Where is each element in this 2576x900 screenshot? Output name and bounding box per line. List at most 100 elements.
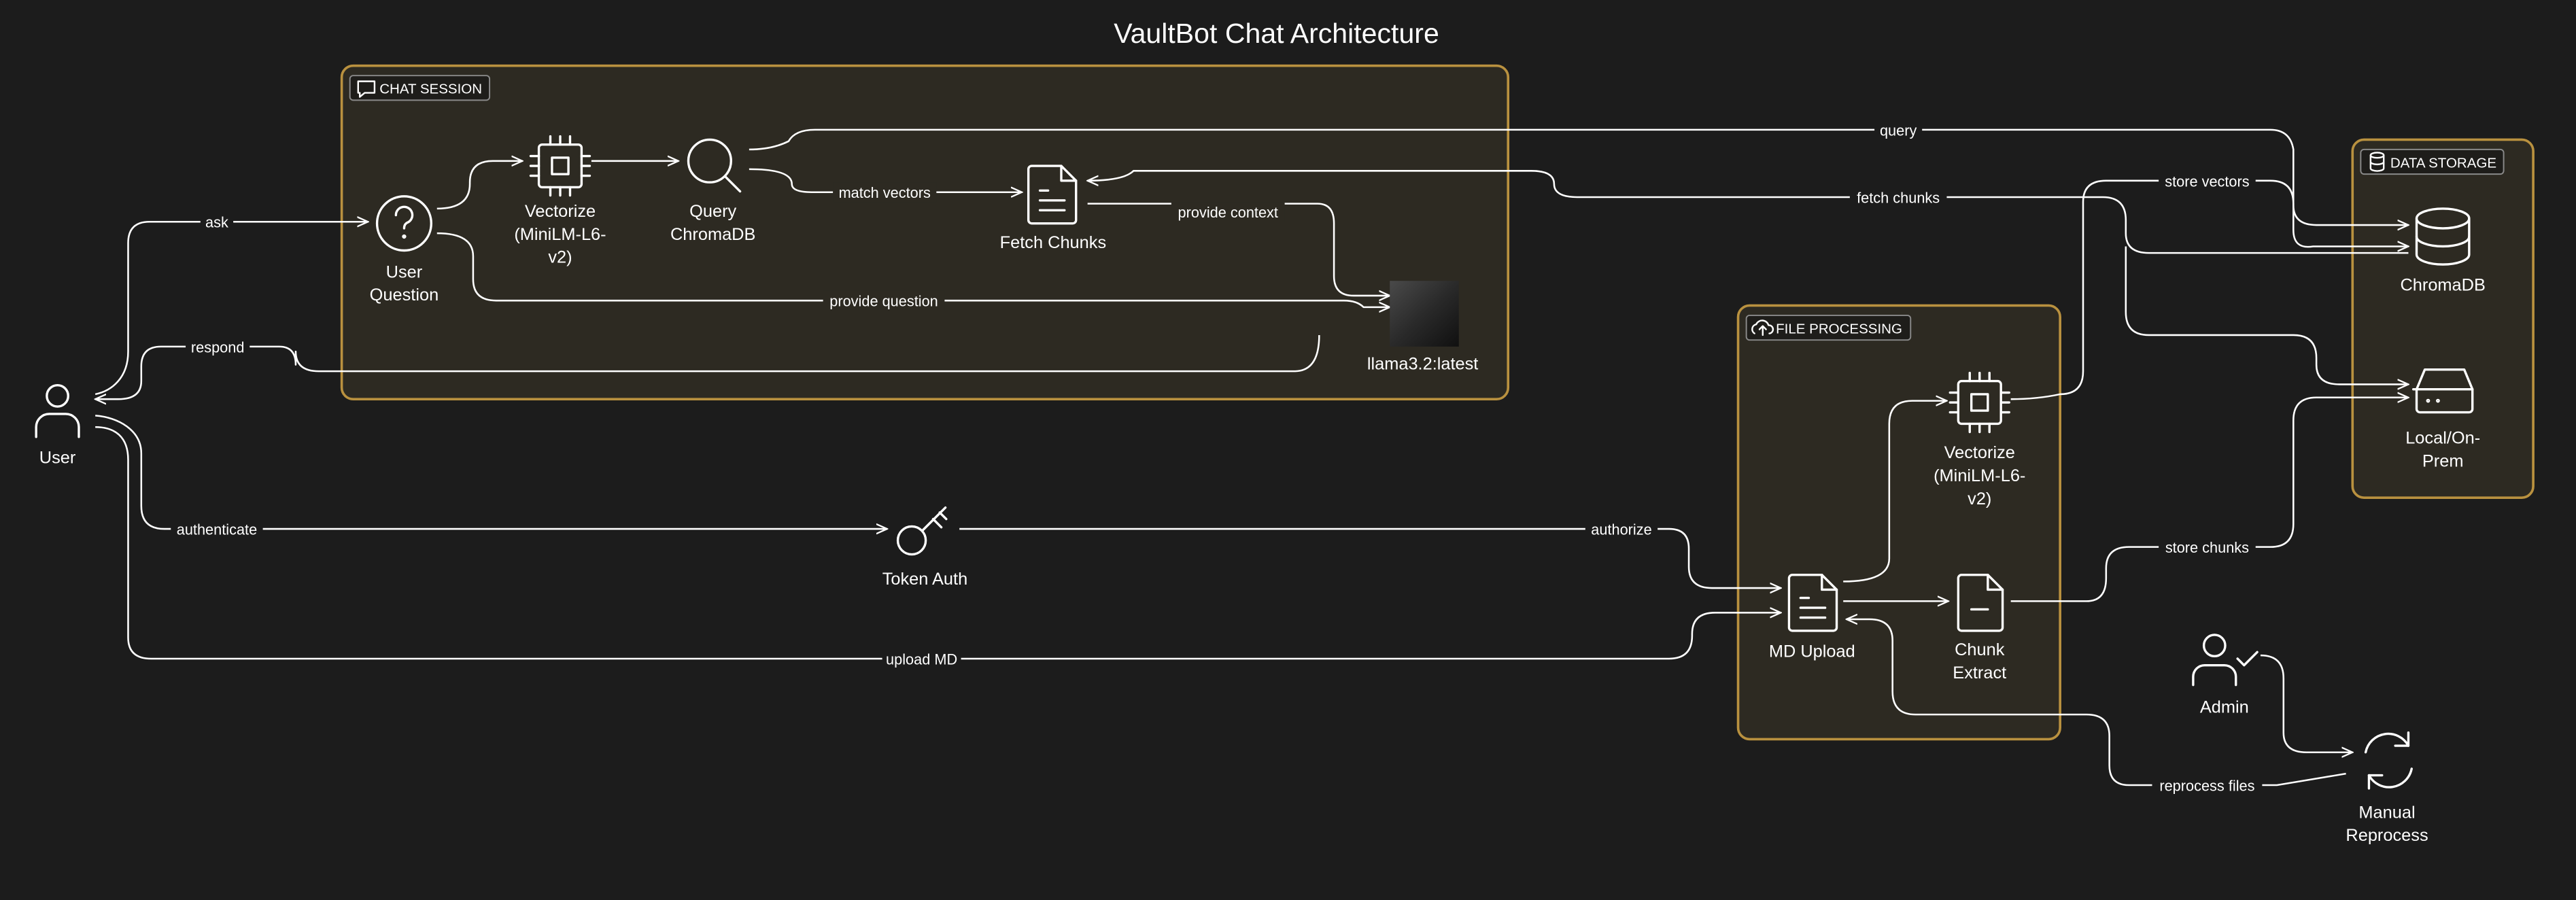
node-label-local-onprem-2: Prem: [2422, 451, 2464, 470]
svg-text:store vectors: store vectors: [2165, 173, 2250, 190]
group-label-data-storage: DATA STORAGE: [2390, 155, 2496, 171]
node-label-chunk-extract-1: Chunk: [1955, 640, 2005, 659]
refresh-icon: [2364, 731, 2413, 790]
svg-text:authorize: authorize: [1591, 521, 1651, 538]
node-label-vectorize-file-1: Vectorize: [1944, 443, 2015, 462]
node-label-user-question-1: User: [386, 262, 423, 281]
edge-label-reprocess-files: reprocess files: [2152, 775, 2263, 795]
node-label-vectorize-file-2: (MiniLM-L6-: [1934, 466, 2025, 485]
person-icon: [35, 383, 80, 438]
node-manual-reprocess[interactable]: Manual Reprocess: [2346, 731, 2428, 845]
edge-store-vectors: [2010, 179, 2409, 400]
svg-text:respond: respond: [191, 339, 245, 356]
edge-label-store-chunks: store chunks: [2159, 537, 2256, 557]
diagram-title: VaultBot Chat Architecture: [1114, 18, 1439, 49]
node-local-onprem[interactable]: Local/On- Prem: [2405, 368, 2480, 471]
node-label-fetch-chunks: Fetch Chunks: [1000, 233, 1106, 252]
edge-store-chunks: [2010, 398, 2409, 602]
chat-bubble-icon: [357, 80, 376, 98]
svg-text:upload MD: upload MD: [886, 651, 957, 668]
edge-label-authorize: authorize: [1585, 519, 1658, 539]
node-label-query-chromadb-2: ChromaDB: [670, 225, 755, 244]
node-chromadb[interactable]: ChromaDB: [2400, 207, 2486, 295]
svg-text:reprocess files: reprocess files: [2159, 777, 2254, 794]
edge-ask: [95, 222, 368, 396]
node-label-manual-reprocess-2: Reprocess: [2346, 826, 2428, 845]
document-icon: [1787, 574, 1838, 632]
cpu-chip-icon: [529, 135, 591, 197]
question-icon: [375, 195, 432, 252]
node-label-chunk-extract-2: Extract: [1953, 663, 2006, 682]
edge-authorize: [959, 527, 1781, 588]
node-fetch-chunks[interactable]: Fetch Chunks: [1000, 165, 1106, 252]
node-label-md-upload: MD Upload: [1769, 642, 1855, 661]
svg-text:provide context: provide context: [1178, 204, 1278, 221]
search-icon: [687, 138, 742, 193]
edge-question-vectorize: [436, 161, 523, 210]
node-label-vectorize-file-3: v2): [1968, 489, 1991, 508]
group-label-file-processing: FILE PROCESSING: [1776, 322, 1902, 337]
group-chat-session: CHAT SESSION: [340, 64, 1510, 400]
group-file-processing: FILE PROCESSING: [1736, 304, 2061, 741]
edge-label-provide-question: provide question: [823, 290, 945, 311]
edge-provide-context: [1087, 203, 1390, 296]
group-label-chat-session: CHAT SESSION: [379, 82, 482, 97]
svg-text:store chunks: store chunks: [2165, 539, 2249, 556]
edge-label-match-vectors: match vectors: [833, 182, 937, 203]
node-md-upload[interactable]: MD Upload: [1769, 574, 1855, 661]
node-query-chromadb[interactable]: Query ChromaDB: [670, 138, 755, 244]
node-label-admin: Admin: [2200, 698, 2249, 717]
edge-fetch-local: [2125, 246, 2409, 384]
document-icon: [1027, 165, 1078, 225]
edge-label-query: query: [1874, 120, 1923, 140]
edge-query: [749, 128, 2409, 225]
node-label-user: User: [39, 448, 76, 467]
edge-label-authenticate: authenticate: [171, 519, 263, 539]
edge-label-upload-md: upload MD: [882, 648, 961, 669]
node-label-user-question-2: Question: [370, 285, 439, 305]
node-label-manual-reprocess-1: Manual: [2358, 803, 2415, 822]
edge-label-provide-context: provide context: [1171, 202, 1285, 222]
node-user-question[interactable]: User Question: [370, 195, 439, 305]
node-label-llama: llama3.2:latest: [1367, 355, 1479, 374]
llama-model-icon: [1390, 281, 1459, 347]
svg-text:authenticate: authenticate: [177, 521, 257, 538]
edge-label-fetch-chunks: fetch chunks: [1849, 187, 1947, 207]
node-user[interactable]: User: [35, 383, 80, 468]
node-label-query-chromadb-1: Query: [689, 202, 736, 221]
node-chunk-extract[interactable]: Chunk Extract: [1953, 574, 2006, 682]
edge-admin-reprocess: [2260, 654, 2352, 752]
svg-text:query: query: [1880, 122, 1917, 139]
node-label-vectorize-chat-1: Vectorize: [525, 202, 596, 221]
node-label-local-onprem-1: Local/On-: [2405, 428, 2480, 447]
node-admin[interactable]: Admin: [2192, 634, 2259, 717]
cpu-chip-icon: [1948, 371, 2010, 434]
database-icon: [2415, 207, 2471, 266]
key-icon: [896, 506, 948, 556]
edge-label-ask: ask: [200, 211, 234, 232]
node-label-chromadb: ChromaDB: [2400, 276, 2485, 295]
svg-text:provide question: provide question: [829, 293, 938, 310]
node-vectorize-chat[interactable]: Vectorize (MiniLM-L6- v2): [514, 135, 606, 267]
svg-text:match vectors: match vectors: [839, 184, 931, 201]
node-label-token-auth: Token Auth: [882, 570, 967, 589]
svg-text:fetch chunks: fetch chunks: [1857, 189, 1940, 206]
node-llama[interactable]: llama3.2:latest: [1367, 281, 1479, 374]
edge-provide-question: [436, 232, 1390, 307]
edge-label-respond: respond: [186, 336, 250, 357]
cloud-upload-icon: [1751, 319, 1774, 336]
svg-text:ask: ask: [205, 214, 228, 231]
user-check-icon: [2192, 634, 2259, 687]
hard-drive-icon: [2412, 368, 2474, 414]
edge-upload-md: [95, 426, 1781, 660]
database-small-icon: [2369, 152, 2385, 172]
node-vectorize-file[interactable]: Vectorize (MiniLM-L6- v2): [1934, 371, 2025, 508]
node-token-auth[interactable]: Token Auth: [882, 506, 967, 589]
edge-match-vectors: [749, 168, 1022, 192]
node-label-vectorize-chat-3: v2): [548, 248, 572, 267]
file-minus-icon: [1957, 574, 2004, 632]
edge-fetch-chunks: [1088, 170, 2409, 254]
node-label-vectorize-chat-2: (MiniLM-L6-: [514, 225, 606, 244]
edge-respond: [95, 334, 1320, 399]
